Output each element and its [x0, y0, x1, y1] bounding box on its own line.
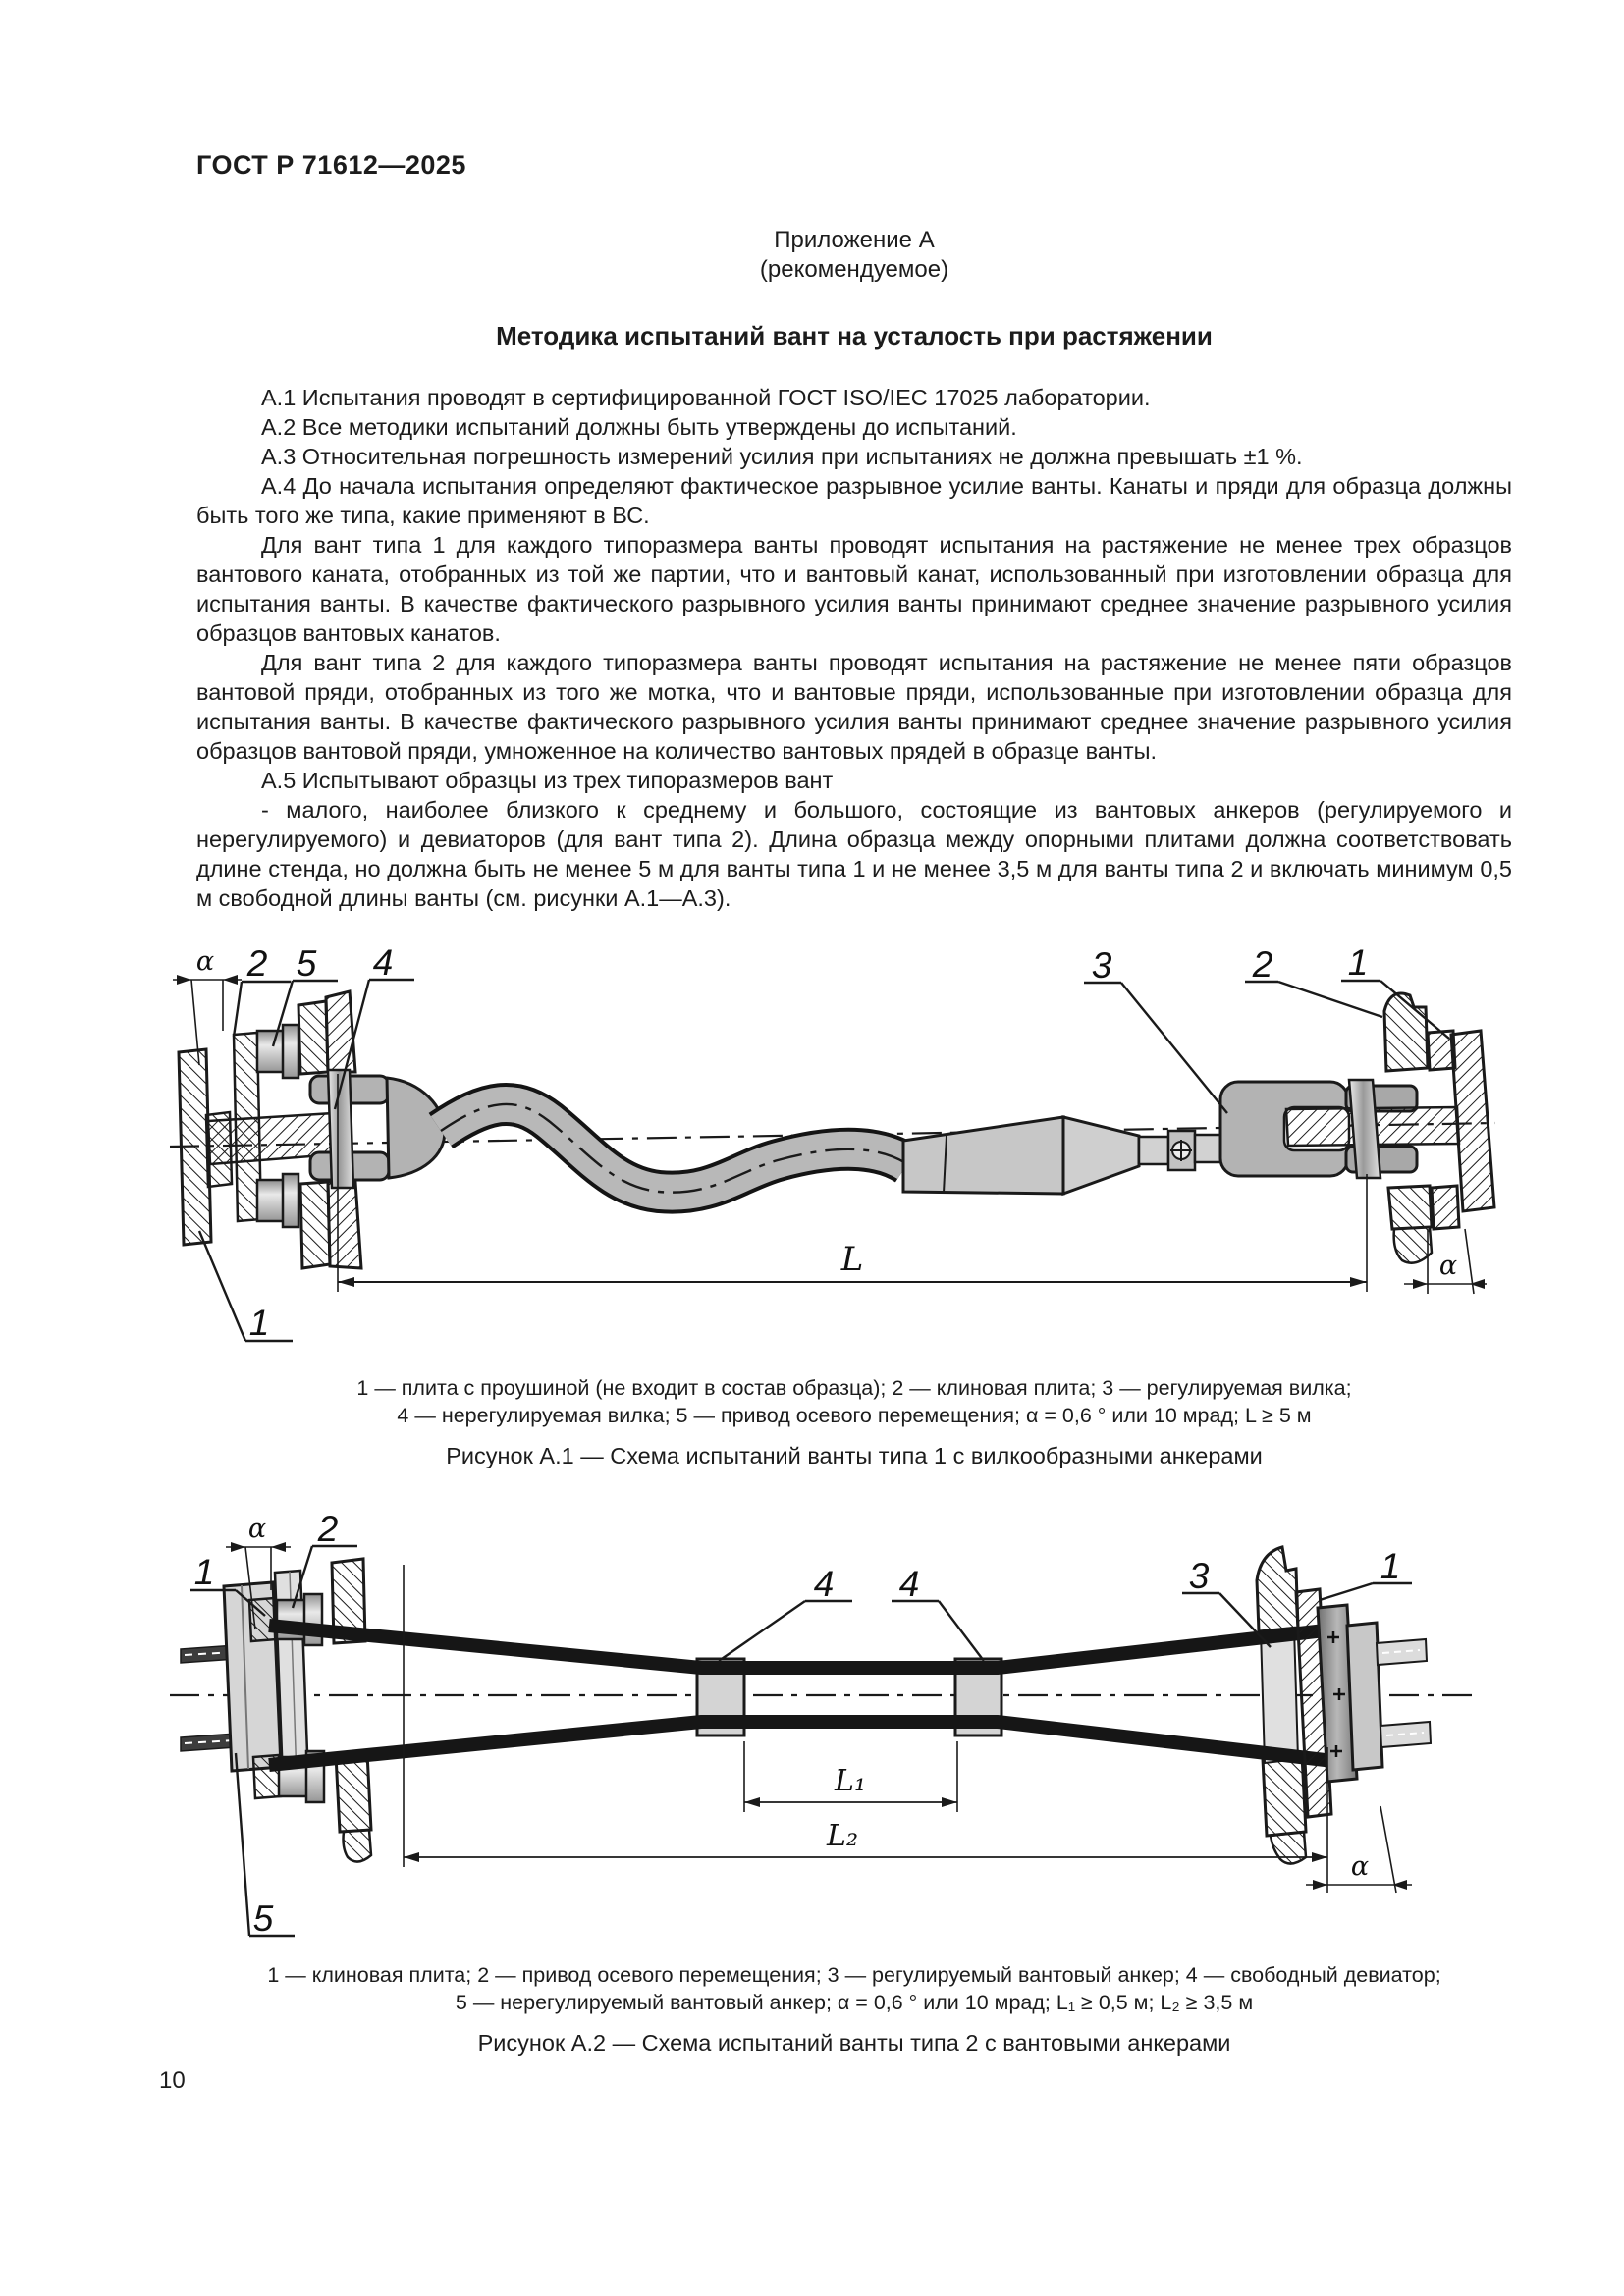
paragraph-a5: А.5 Испытывают образцы из трех типоразме… [261, 768, 834, 793]
svg-text:2: 2 [317, 1509, 339, 1549]
callout-1-right: 1 [1319, 1546, 1412, 1602]
fork-right-pin [1347, 1078, 1382, 1180]
anchor-bolt-marks [1327, 1631, 1345, 1757]
strand-bottom [268, 1715, 1334, 1772]
appendix-type: (рекомендуемое) [759, 256, 949, 283]
wedge-plate-right-bottom [1386, 1184, 1434, 1231]
figure-a1-legend-line2: 4 — нерегулируемая вилка; 5 — привод осе… [397, 1404, 1312, 1427]
paragraph-sizes: - малого, наиболее близкого к среднему и… [196, 797, 1512, 911]
axial-drive-collar-bottom [281, 1172, 300, 1229]
svg-text:1: 1 [194, 1552, 215, 1592]
callout-1-right: 1 [1341, 942, 1450, 1040]
svg-text:2: 2 [1252, 944, 1273, 985]
bearing-plate-right [1259, 1626, 1300, 1765]
paragraph-type2: Для вант типа 2 для каждого типоразмера … [196, 650, 1512, 764]
wedge-plate-right-tail [1392, 1225, 1434, 1264]
callout-2-left: 2 [232, 943, 291, 1038]
callout-3: 3 [1084, 945, 1228, 1114]
alpha-right-label: α [1351, 1851, 1369, 1882]
dimension-L1-label: L₁ [834, 1764, 866, 1798]
support-wall-top [297, 999, 330, 1076]
paragraph-a4: А.4 До начала испытания определяют факти… [196, 473, 1512, 528]
cable-centerline [440, 1102, 908, 1194]
callout-2-right: 2 [1245, 944, 1383, 1019]
paragraph-a2: А.2 Все методики испытаний должны быть у… [261, 414, 1017, 440]
callout-5: 5 [271, 943, 338, 1047]
appendix-label: Приложение А [774, 227, 935, 253]
anchor-nut-right [1345, 1621, 1384, 1772]
figure-a2-legend-line1: 1 — клиновая плита; 2 — привод осевого п… [267, 1963, 1441, 1987]
svg-text:4: 4 [899, 1564, 920, 1604]
dimension-L2-label: L₂ [826, 1819, 858, 1853]
alpha-left-label: α [248, 1514, 266, 1544]
axial-drive-collar-top [302, 1592, 324, 1647]
threaded-rod-mid [1137, 1135, 1170, 1166]
callout-3: 3 [1182, 1556, 1272, 1648]
tie-rod-bottom [1379, 1720, 1433, 1749]
svg-text:1: 1 [1380, 1546, 1401, 1586]
figure-a1-drawing: L α α 2 5 4 3 2 [169, 942, 1496, 1343]
support-wall-bottom [298, 1180, 332, 1270]
figure-a1-legend-line1: 1 — плита с проушиной (не входит в соста… [356, 1376, 1352, 1400]
standard-code: ГОСТ Р 71612—2025 [196, 150, 466, 180]
support-wall-right-bottom [1261, 1753, 1308, 1838]
strand-top [268, 1619, 1334, 1675]
wedge-plate-right-top [1382, 991, 1430, 1073]
alpha-left-label: α [196, 946, 214, 977]
appendix-title: Методика испытаний вант на усталость при… [496, 321, 1213, 350]
paragraph-type1: Для вант типа 1 для каждого типоразмера … [196, 532, 1512, 646]
svg-text:1: 1 [1348, 942, 1369, 983]
tie-rod-top [1375, 1637, 1429, 1667]
svg-text:4: 4 [814, 1564, 835, 1604]
alpha-right-label: α [1439, 1251, 1457, 1281]
paragraph-a1: А.1 Испытания проводят в сертифицированн… [261, 385, 1151, 410]
socket-cone [901, 1115, 1065, 1196]
support-flange-top [324, 989, 357, 1074]
callout-1-left: 1 [190, 1552, 266, 1617]
svg-text:5: 5 [253, 1898, 274, 1939]
callout-4: 4 [333, 942, 414, 1110]
svg-text:1: 1 [249, 1303, 270, 1343]
dimension-L-label: L [840, 1240, 864, 1279]
svg-text:2: 2 [246, 943, 268, 984]
callout-5: 5 [234, 1752, 295, 1939]
callout-4-left: 4 [718, 1564, 852, 1662]
page-number: 10 [159, 2067, 186, 2094]
socket-seam [943, 1135, 947, 1194]
callout-4-right: 4 [892, 1564, 985, 1662]
svg-text:4: 4 [373, 942, 394, 983]
figure-a1-caption: Рисунок А.1 — Схема испытаний ванты типа… [446, 1443, 1263, 1468]
socket-nose [1061, 1115, 1141, 1197]
eye-plate-left [177, 1047, 213, 1247]
cable [430, 1086, 917, 1210]
body-text: А.1 Испытания проводят в сертифицированн… [196, 383, 1512, 913]
svg-text:5: 5 [297, 943, 317, 984]
support-wall-bottom [334, 1751, 373, 1834]
paragraph-a3: А.3 Относительная погрешность измерений … [261, 444, 1303, 469]
support-flange-bottom [326, 1180, 363, 1270]
fork-left-pin [326, 1068, 355, 1190]
svg-text:3: 3 [1189, 1556, 1210, 1596]
axial-drive-collar-top [281, 1023, 300, 1080]
figure-a2-drawing: L₁ L₂ α α 1 2 4 [170, 1509, 1476, 1939]
spacer-plate-bottom [1430, 1184, 1461, 1231]
figure-a2-caption: Рисунок А.2 — Схема испытаний ванты типа… [477, 2030, 1231, 2056]
support-wall-right-tail [1269, 1830, 1308, 1865]
callout-1-bottom: 1 [197, 1230, 293, 1343]
support-wall-right-top [1255, 1545, 1300, 1633]
threaded-rod-mid2 [1193, 1133, 1222, 1164]
svg-text:3: 3 [1092, 945, 1112, 986]
fork-left-body [385, 1076, 447, 1180]
figure-a2-legend-line2: 5 — нерегулируемый вантовый анкер; α = 0… [455, 1991, 1254, 2014]
callout-2: 2 [291, 1509, 357, 1609]
eye-plate-right [1449, 1029, 1496, 1213]
support-wall-tail [342, 1828, 373, 1863]
